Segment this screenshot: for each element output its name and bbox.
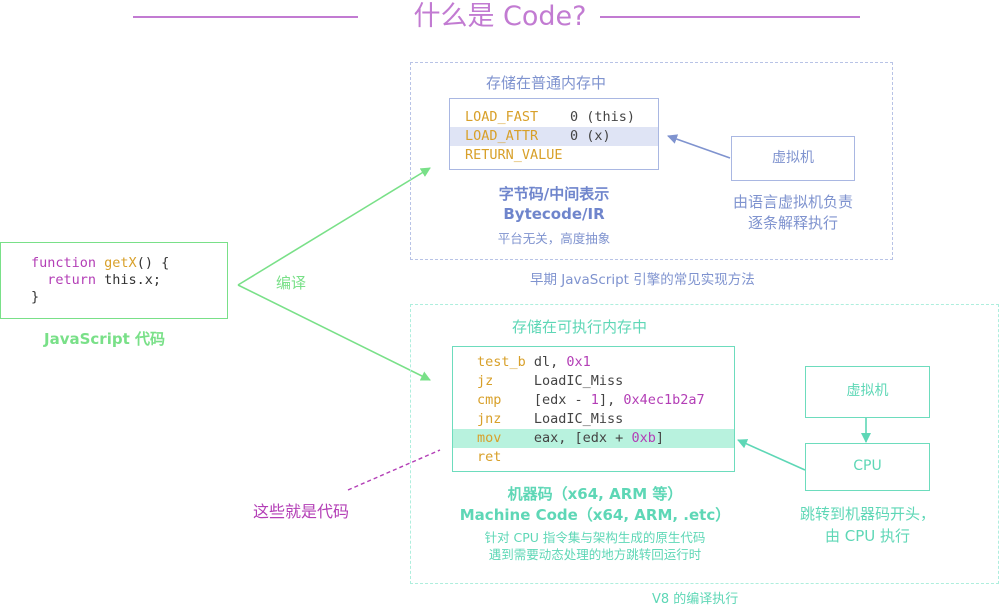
bytecode-op: LOAD_ATTR (465, 128, 539, 144)
compile-arrow-down (237, 284, 431, 381)
bytecode-note: 平台无关，高度抽象 (497, 231, 611, 246)
machine-code-line: jnz LoadIC_Miss (453, 410, 734, 429)
js-code-label: JavaScript 代码 (44, 330, 165, 348)
bytecode-line: RETURN_VALUE (450, 146, 658, 165)
bytecode-title: 字节码/中间表示 Bytecode/IR (449, 184, 659, 224)
compile-label: 编译 (276, 274, 307, 292)
bytecode-arg: 0 (x) (570, 128, 611, 144)
bytecode-line-highlight: LOAD_ATTR 0 (x) (450, 127, 658, 146)
machine-code-box: test_b dl, 0x1 jz LoadIC_Miss cmp [edx -… (452, 346, 735, 472)
page-title: 什么是 Code? (413, 1, 587, 32)
machine-region (410, 304, 999, 584)
machine-arg: dl, (525, 354, 567, 370)
bytecode-op: RETURN_VALUE (465, 147, 563, 163)
bytecode-vm-note-2: 逐条解释执行 (747, 214, 838, 232)
machine-arg: LoadIC_Miss (501, 411, 624, 427)
machine-title-en: Machine Code（x64, ARM, .etc） (459, 506, 731, 524)
js-code: function getX() { return this.x; } (31, 255, 169, 306)
machine-op: jnz (477, 411, 502, 427)
machine-arg: LoadIC_Miss (493, 373, 624, 389)
machine-code-line-highlight: mov eax, [edx + 0xb] (453, 429, 734, 448)
compile-arrow-up (237, 167, 431, 286)
bytecode-title-en: Bytecode/IR (503, 205, 605, 223)
vm-to-bytecode-arrow (667, 134, 731, 159)
this-is-code-label: 这些就是代码 (253, 502, 350, 521)
machine-num: 0xb (631, 430, 656, 446)
cpu-note-1: 跳转到机器码开头， (799, 505, 935, 523)
machine-code-line: jz LoadIC_Miss (453, 372, 734, 391)
cpu-note-2: 由 CPU 执行 (824, 527, 911, 545)
bytecode-title-cn: 字节码/中间表示 (498, 185, 610, 203)
machine-op: mov (477, 430, 502, 446)
js-keyword: function (31, 255, 97, 271)
machine-arg: ], (598, 392, 624, 408)
machine-title-cn: 机器码（x64, ARM 等） (507, 485, 683, 503)
bytecode-caption: 早期 JavaScript 引擎的常见实现方法 (530, 272, 755, 288)
cpu-note: 跳转到机器码开头， 由 CPU 执行 (770, 503, 965, 547)
machine-op: cmp (477, 392, 502, 408)
machine-note-2: 遇到需要动态处理的地方跳转回运行时 (488, 547, 702, 562)
machine-arg: eax, [edx + (501, 430, 632, 446)
machine-note-1: 针对 CPU 指令集与架构生成的原生代码 (484, 530, 706, 545)
title-line-right (600, 16, 860, 18)
js-code-text: () { (136, 255, 170, 271)
bytecode-vm-note: 由语言虚拟机负责 逐条解释执行 (710, 192, 876, 234)
bytecode-vm-note-1: 由语言虚拟机负责 (732, 193, 853, 211)
cpu-box: CPU (805, 443, 930, 491)
js-code-box: function getX() { return this.x; } (0, 242, 228, 319)
machine-code-line: ret (453, 448, 734, 467)
bytecode-region (410, 62, 893, 260)
machine-caption: V8 的编译执行 (652, 592, 739, 607)
js-code-text: this.x; (96, 272, 162, 288)
machine-num: 1 (590, 392, 599, 408)
machine-code-line: cmp [edx - 1], 0x4ec1b2a7 (453, 391, 734, 410)
cpu-to-machinecode-arrow (737, 439, 806, 471)
machine-vm-box: 虚拟机 (805, 366, 930, 418)
machine-arg: ] (655, 430, 664, 446)
machine-num: 0x4ec1b2a7 (623, 392, 705, 408)
bytecode-line: LOAD_FAST 0 (this) (450, 108, 658, 127)
machine-note: 针对 CPU 指令集与架构生成的原生代码 遇到需要动态处理的地方跳转回运行时 (430, 529, 760, 563)
machine-op: jz (477, 373, 494, 389)
bytecode-arg: 0 (this) (570, 109, 636, 125)
title-line-left (133, 16, 358, 18)
js-keyword: return (31, 272, 97, 288)
machine-code-line: test_b dl, 0x1 (453, 353, 734, 372)
bytecode-store-label: 存储在普通内存中 (486, 74, 607, 92)
machine-arg: [edx - (501, 392, 591, 408)
bytecode-vm-box: 虚拟机 (731, 136, 855, 181)
this-is-code-pointer (347, 449, 441, 491)
bytecode-op: LOAD_FAST (465, 109, 539, 125)
js-code-text: } (31, 289, 40, 305)
machine-num: 0x1 (566, 354, 591, 370)
js-function-name: getX (104, 255, 137, 271)
machine-title: 机器码（x64, ARM 等） Machine Code（x64, ARM, .… (430, 484, 760, 526)
bytecode-box: LOAD_FAST 0 (this) LOAD_ATTR 0 (x) RETURN_… (449, 98, 659, 170)
machine-op: test_b (477, 354, 526, 370)
machine-store-label: 存储在可执行内存中 (512, 318, 648, 336)
machine-op: ret (477, 449, 502, 465)
